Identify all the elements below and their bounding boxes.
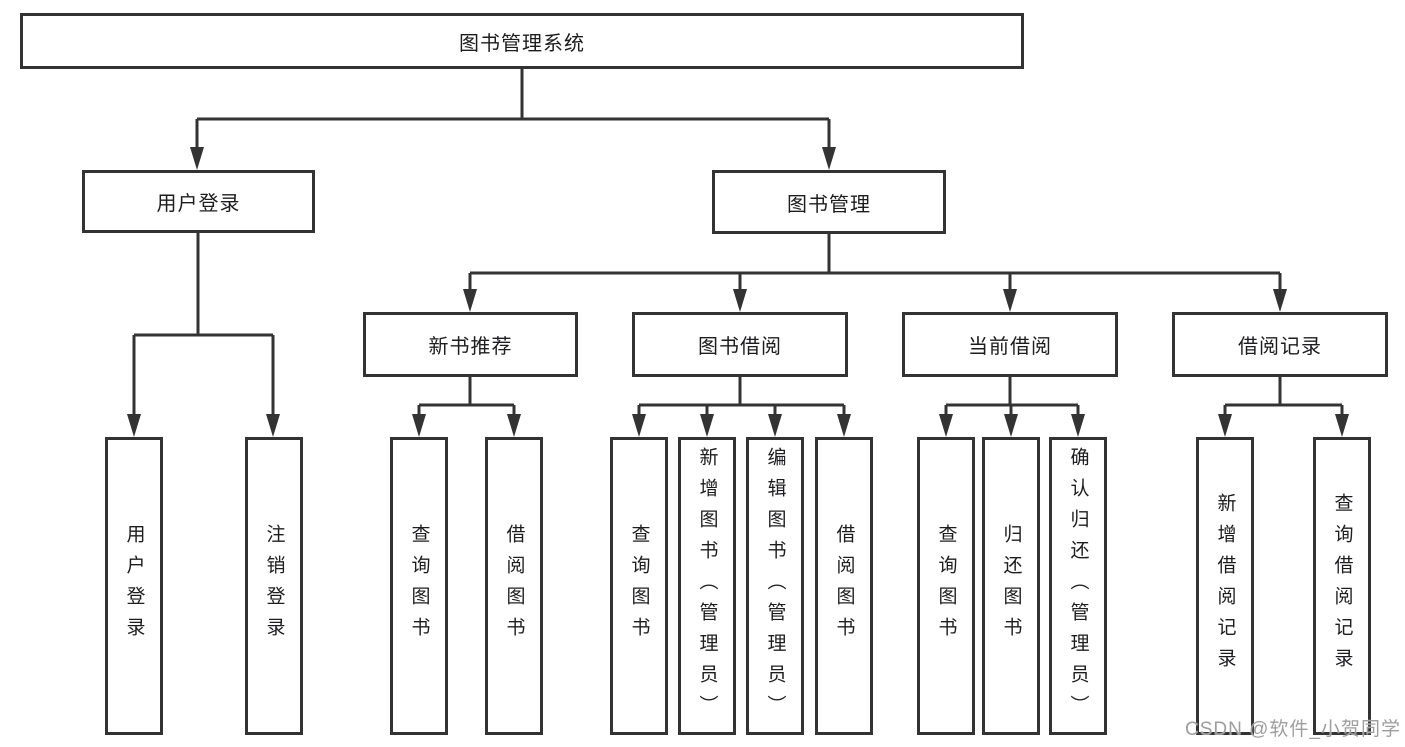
leaf-query-book-recommend: 查询图书 (390, 437, 448, 735)
csdn-watermark: CSDN @软件_小贺同学 (1185, 719, 1401, 740)
node-borrowing-records: 借阅记录 (1172, 312, 1388, 377)
node-new-book-recommend: 新书推荐 (363, 312, 578, 377)
leaf-confirm-return-admin: 确认归还（管理员） (1049, 437, 1107, 735)
leaf-borrow-book-recommend: 借阅图书 (485, 437, 543, 735)
leaf-add-book-admin: 新增图书（管理员） (678, 437, 736, 735)
leaf-user-login: 用户登录 (105, 437, 163, 735)
leaf-return-book: 归还图书 (982, 437, 1040, 735)
node-current-borrowing: 当前借阅 (902, 312, 1118, 377)
node-user-login: 用户登录 (82, 170, 315, 233)
leaf-query-book-current: 查询图书 (917, 437, 975, 735)
leaf-logout-login: 注销登录 (245, 437, 303, 735)
leaf-query-book-borrowing: 查询图书 (610, 437, 668, 735)
leaf-borrow-book-borrowing: 借阅图书 (815, 437, 873, 735)
leaf-add-borrow-record: 新增借阅记录 (1196, 437, 1254, 735)
node-book-management: 图书管理 (712, 170, 946, 234)
node-library-system: 图书管理系统 (20, 13, 1024, 69)
leaf-edit-book-admin: 编辑图书（管理员） (746, 437, 804, 735)
node-book-borrowing: 图书借阅 (632, 312, 848, 377)
leaf-query-borrow-record: 查询借阅记录 (1313, 437, 1371, 735)
